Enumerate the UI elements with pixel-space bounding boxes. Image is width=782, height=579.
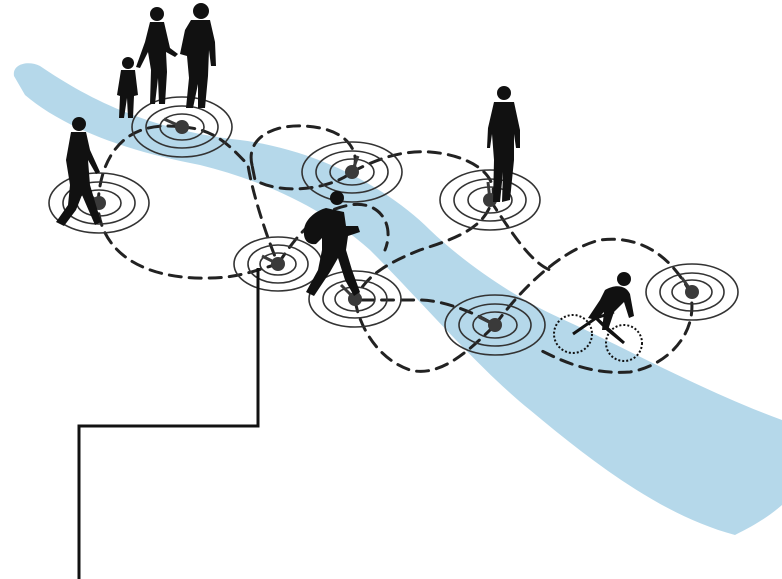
river-band (13, 63, 782, 535)
cyclist-silhouette (553, 272, 643, 362)
node-left-low (233, 236, 323, 292)
nodes-group (48, 96, 739, 356)
node-hiker-dot (348, 292, 362, 306)
node-walker-left-ring (62, 181, 136, 225)
node-center-top-ring (301, 141, 403, 203)
hiker-silhouette (303, 191, 360, 296)
node-walker-left-ring (48, 172, 150, 234)
node-left-low-ring (259, 252, 297, 276)
node-center-top (301, 141, 403, 203)
walker-left-silhouette (56, 117, 101, 226)
node-river-crossing-ring (444, 294, 546, 356)
node-center-top-ring (315, 150, 389, 194)
node-center-top-ring (329, 158, 375, 186)
node-family-ring (159, 113, 205, 141)
family-walking-icon (117, 3, 216, 118)
dashed-loop-middle (276, 202, 390, 266)
node-right (645, 263, 739, 321)
node-family-ring (145, 105, 219, 149)
cyclist-icon (553, 272, 643, 362)
node-right-ring (671, 279, 713, 305)
backpacker-icon (303, 191, 360, 296)
node-family (131, 96, 233, 158)
node-family-ring (131, 96, 233, 158)
node-river-crossing-ring (458, 303, 532, 347)
family-silhouette (117, 3, 216, 118)
node-standing-person-ring (439, 169, 541, 231)
standing-person-silhouette (487, 86, 520, 202)
node-right-ring (659, 272, 725, 312)
standing-person-icon (487, 86, 520, 202)
node-river-crossing-ring (472, 311, 518, 339)
node-center-top-dot (345, 165, 359, 179)
dashed-loop-family (96, 124, 281, 280)
node-family-dot (175, 120, 189, 134)
step-line (77, 268, 260, 579)
dashed-loop-center-top (249, 124, 357, 191)
node-left-low-ring (247, 244, 309, 284)
node-left-low-dot (271, 257, 285, 271)
node-river-crossing-dot (488, 318, 502, 332)
node-right-ring (645, 263, 739, 321)
node-hiker-ring (308, 270, 402, 328)
dashed-connector-right (488, 198, 552, 272)
node-standing-person-ring (453, 178, 527, 222)
node-river-crossing (444, 294, 546, 356)
node-right-dot (685, 285, 699, 299)
node-standing-person (439, 169, 541, 231)
pedestrian-icon (56, 117, 101, 226)
